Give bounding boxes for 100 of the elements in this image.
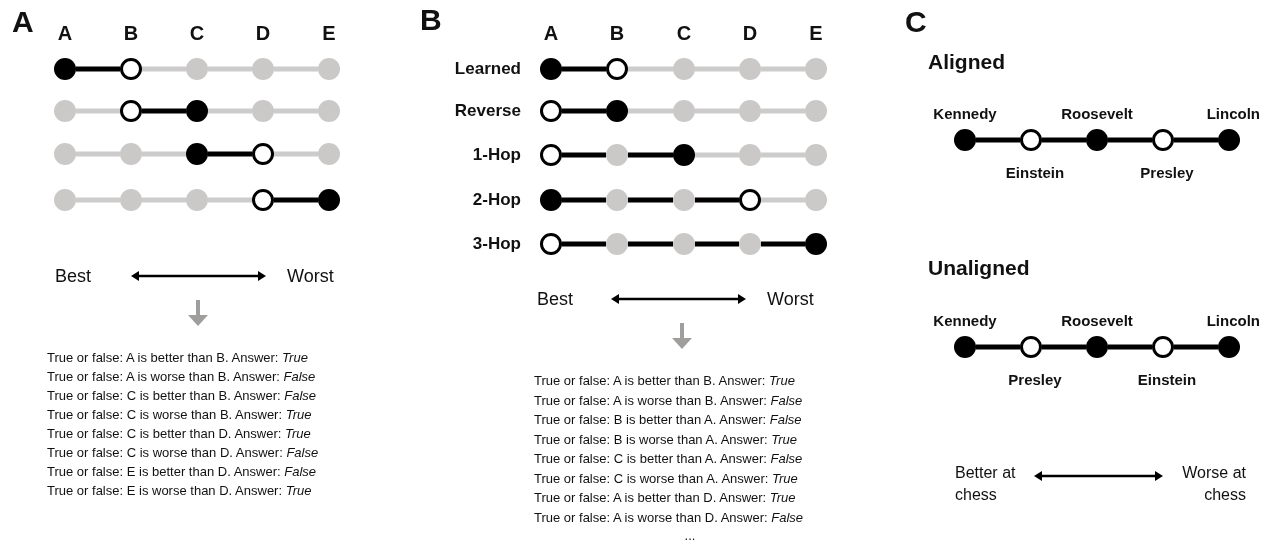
filled-dot — [1218, 336, 1240, 358]
hollow-dot — [606, 58, 628, 80]
scale-end-label: Worse at chess — [1181, 462, 1246, 505]
column-letter: A — [543, 21, 559, 45]
column-letter: E — [809, 21, 823, 45]
filled-dot — [954, 336, 976, 358]
inactive-dot — [54, 100, 76, 122]
scale-end-label: Worst — [767, 288, 814, 310]
filled-dot — [186, 100, 208, 122]
inactive-dot — [805, 100, 827, 122]
inactive-dot — [673, 58, 695, 80]
person-name: Kennedy — [933, 312, 997, 330]
statement-text: True or false: C is better than D. Answer: True — [47, 426, 311, 442]
filled-dot — [54, 58, 76, 80]
inactive-dot — [805, 58, 827, 80]
column-letter: A — [57, 21, 73, 45]
filled-dot — [318, 189, 340, 211]
connector-line — [628, 241, 673, 247]
statement-text: True or false: A is worse than B. Answer: False — [47, 369, 316, 385]
scale-end-label: Best — [55, 265, 92, 287]
hollow-dot — [120, 58, 142, 80]
scale-end-label: Worst — [287, 265, 334, 287]
connector-line — [628, 108, 673, 114]
statement-text: True or false: A is better than B. Answer: True — [534, 373, 795, 389]
filled-dot — [186, 143, 208, 165]
connector-line — [628, 152, 673, 158]
connector-line — [76, 151, 120, 157]
connector-line — [562, 197, 606, 203]
connector-line — [274, 151, 318, 157]
inactive-dot — [54, 143, 76, 165]
row-label: 1-Hop — [472, 145, 521, 165]
column-letter: B — [123, 21, 139, 45]
connector-line — [274, 108, 318, 114]
connector-line — [142, 66, 186, 72]
connector-line — [695, 152, 739, 158]
filled-dot — [1218, 129, 1240, 151]
connector-line — [1108, 344, 1152, 350]
connector-line — [208, 108, 252, 114]
connector-line — [76, 66, 120, 72]
statement-text: True or false: C is worse than B. Answer: True — [47, 407, 312, 423]
hollow-dot — [120, 100, 142, 122]
group-heading: Unaligned — [928, 255, 1030, 281]
column-letter: C — [189, 21, 205, 45]
hollow-dot — [739, 189, 761, 211]
statement-text: True or false: A is better than D. Answer: True — [534, 490, 796, 506]
inactive-dot — [673, 100, 695, 122]
inactive-dot — [318, 143, 340, 165]
connector-line — [1174, 137, 1218, 143]
inactive-dot — [318, 58, 340, 80]
ellipsis-text: ... — [684, 528, 696, 544]
person-name: Einstein — [1137, 371, 1197, 389]
person-name: Lincoln — [1206, 105, 1260, 123]
inactive-dot — [120, 189, 142, 211]
inactive-dot — [186, 58, 208, 80]
filled-dot — [540, 58, 562, 80]
connector-line — [562, 108, 606, 114]
statement-text: True or false: C is better than A. Answer: False — [534, 451, 803, 467]
connector-line — [274, 197, 318, 203]
inactive-dot — [606, 233, 628, 255]
scale-end-label: Best — [537, 288, 574, 310]
connector-line — [976, 137, 1020, 143]
panel-letter: C — [905, 4, 927, 40]
inactive-dot — [318, 100, 340, 122]
inactive-dot — [54, 189, 76, 211]
row-label: 3-Hop — [472, 234, 521, 254]
hollow-dot — [1152, 129, 1174, 151]
connector-line — [695, 66, 739, 72]
statement-text: True or false: C is better than B. Answer: False — [47, 388, 317, 404]
row-label: Reverse — [454, 101, 521, 121]
connector-line — [761, 108, 805, 114]
connector-line — [628, 197, 673, 203]
connector-line — [142, 151, 186, 157]
filled-dot — [606, 100, 628, 122]
connector-line — [761, 241, 805, 247]
hollow-dot — [540, 233, 562, 255]
hollow-dot — [540, 144, 562, 166]
statement-text: True or false: B is better than A. Answer: False — [534, 412, 802, 428]
statement-text: True or false: B is worse than A. Answer: True — [534, 432, 797, 447]
statement-text: True or false: C is worse than D. Answer: False — [47, 445, 319, 461]
connector-line — [208, 66, 252, 72]
inactive-dot — [673, 233, 695, 255]
inactive-dot — [252, 100, 274, 122]
connector-line — [695, 108, 739, 114]
hollow-dot — [540, 100, 562, 122]
column-letter: B — [609, 21, 625, 45]
connector-line — [628, 66, 673, 72]
row-label: Learned — [454, 59, 521, 79]
scale-end-label: Better at chess — [955, 462, 1017, 505]
filled-dot — [1086, 336, 1108, 358]
hollow-dot — [1020, 336, 1042, 358]
filled-dot — [805, 233, 827, 255]
statement-text: True or false: E is better than D. Answer: False — [47, 464, 317, 480]
inactive-dot — [186, 189, 208, 211]
inactive-dot — [252, 58, 274, 80]
connector-line — [761, 197, 805, 203]
connector-line — [1108, 137, 1152, 143]
connector-line — [562, 66, 606, 72]
column-letter: E — [322, 21, 336, 45]
connector-line — [76, 197, 120, 203]
statement-text: True or false: E is worse than D. Answer: True — [47, 483, 312, 499]
